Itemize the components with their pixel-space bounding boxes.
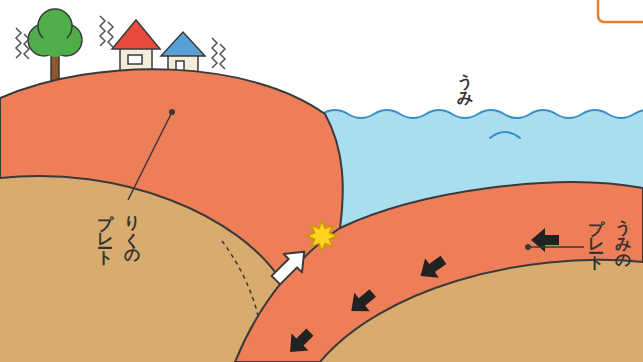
rebound-arrow <box>267 243 314 290</box>
strain-line <box>222 241 258 316</box>
land-plate <box>0 69 343 282</box>
tree-leaves <box>42 31 68 57</box>
motion-arrow <box>414 250 451 286</box>
shake-mark <box>108 22 113 47</box>
motion-arrow <box>344 284 381 320</box>
house-roof <box>112 20 160 49</box>
quake-star <box>307 221 337 251</box>
motion-arrow <box>282 324 319 361</box>
corner-frame <box>598 0 643 22</box>
plate-label: うみの プレート <box>583 208 636 280</box>
ocean-plate <box>235 182 643 362</box>
motion-arrow <box>531 228 559 252</box>
shake-mark <box>24 34 29 59</box>
house-roof <box>161 32 205 56</box>
shake-mark <box>100 16 105 46</box>
shake-mark <box>220 44 225 69</box>
shake-mark <box>212 38 217 68</box>
sea-wave <box>322 110 643 118</box>
leader-line <box>128 112 172 200</box>
sea-label: うみ <box>452 62 478 182</box>
leader-line <box>528 246 584 248</box>
wave-mark <box>490 132 520 138</box>
shake-mark <box>16 28 21 58</box>
plate-label: りくの プレート <box>92 203 145 275</box>
house-window <box>128 55 142 64</box>
